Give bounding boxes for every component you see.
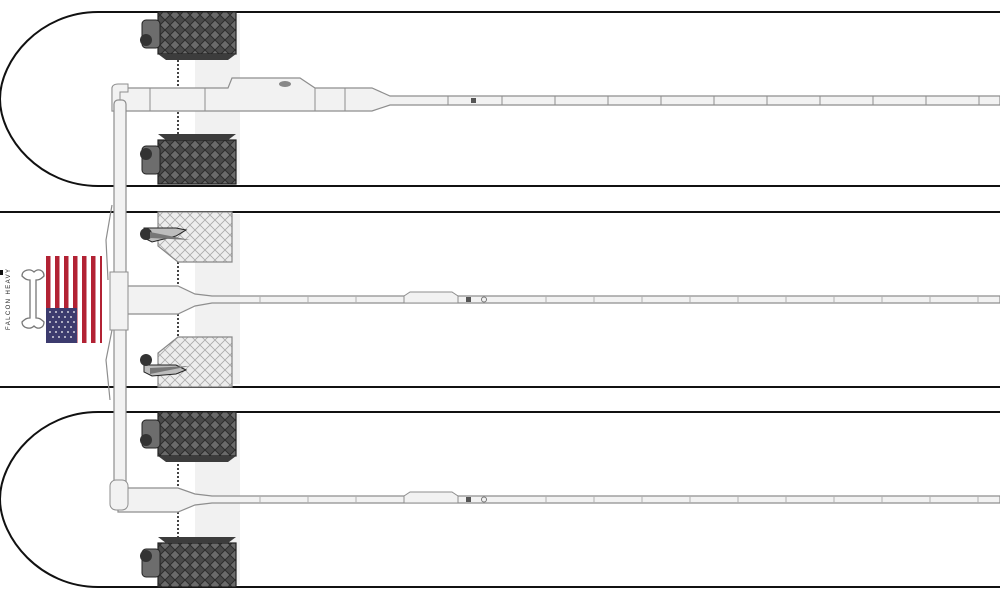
grid-fin-icon [140, 537, 237, 588]
grid-fin-icon [140, 411, 237, 462]
grid-fin-icon [140, 211, 233, 263]
bottom-booster-strut [117, 487, 1000, 513]
top-side-booster [0, 11, 1000, 187]
grid-fin-icon [140, 336, 233, 388]
center-core-rail [259, 296, 979, 303]
grid-fin-icon [140, 134, 237, 185]
us-flag-icon [46, 256, 102, 343]
bottom-side-booster [0, 411, 1000, 588]
spacex-logo-icon [0, 269, 45, 329]
center-core: FALCON HEAVY [0, 211, 1000, 388]
vertical-tie-rod [105, 99, 129, 511]
top-booster-rail [447, 96, 980, 105]
brand-text: FALCON HEAVY [6, 268, 12, 330]
bottom-booster-rail [259, 496, 979, 503]
grid-fin-icon [140, 11, 237, 60]
center-core-strut [117, 285, 1000, 315]
